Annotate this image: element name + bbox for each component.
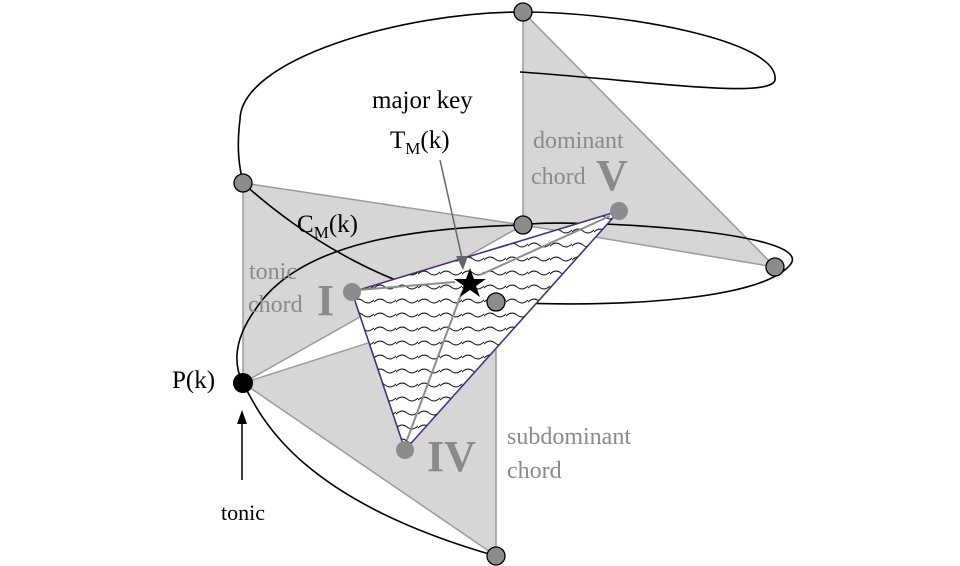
subdominant-chord-label: chord [507,458,562,484]
key-center-star [454,268,486,297]
numeral-v: V [596,151,628,200]
major-key-triangle-hatch [352,211,619,450]
pitch-node-left-upper [233,173,253,193]
pitch-node-right [765,257,785,277]
tm-pointer-arrowhead [456,256,468,270]
tonic-pitch-node [233,373,253,393]
pk-label: P(k) [172,367,215,394]
tm-label: TM(k) [390,127,450,158]
pitch-node-top [513,2,533,22]
pitch-node-bottom [486,546,506,566]
chord-center-tonic [343,283,361,301]
dominant-chord-triangle [522,10,778,269]
dominant-chord-label: chord [531,164,586,190]
key-center-arrows [357,215,611,441]
major-key-label: major key [372,87,473,114]
tonic-pointer-arrowhead [237,410,247,424]
subdominant-label: subdominant [507,424,631,450]
tm-pointer-arrow [439,159,463,259]
chord-center-dominant [610,202,628,220]
numeral-iv: IV [427,432,476,481]
helix-curve [236,11,794,557]
tonic-label: tonic [249,259,297,285]
numeral-i: I [317,276,334,325]
pitch-node-mid [486,292,506,312]
tonic-arrow-label: tonic [221,500,265,525]
dominant-label: dominant [533,128,624,154]
pitch-node-center [513,215,533,235]
cm-label: CM(k) [297,211,358,242]
tonic-chord-label: chord [248,292,303,318]
chord-center-subdominant [396,441,414,459]
